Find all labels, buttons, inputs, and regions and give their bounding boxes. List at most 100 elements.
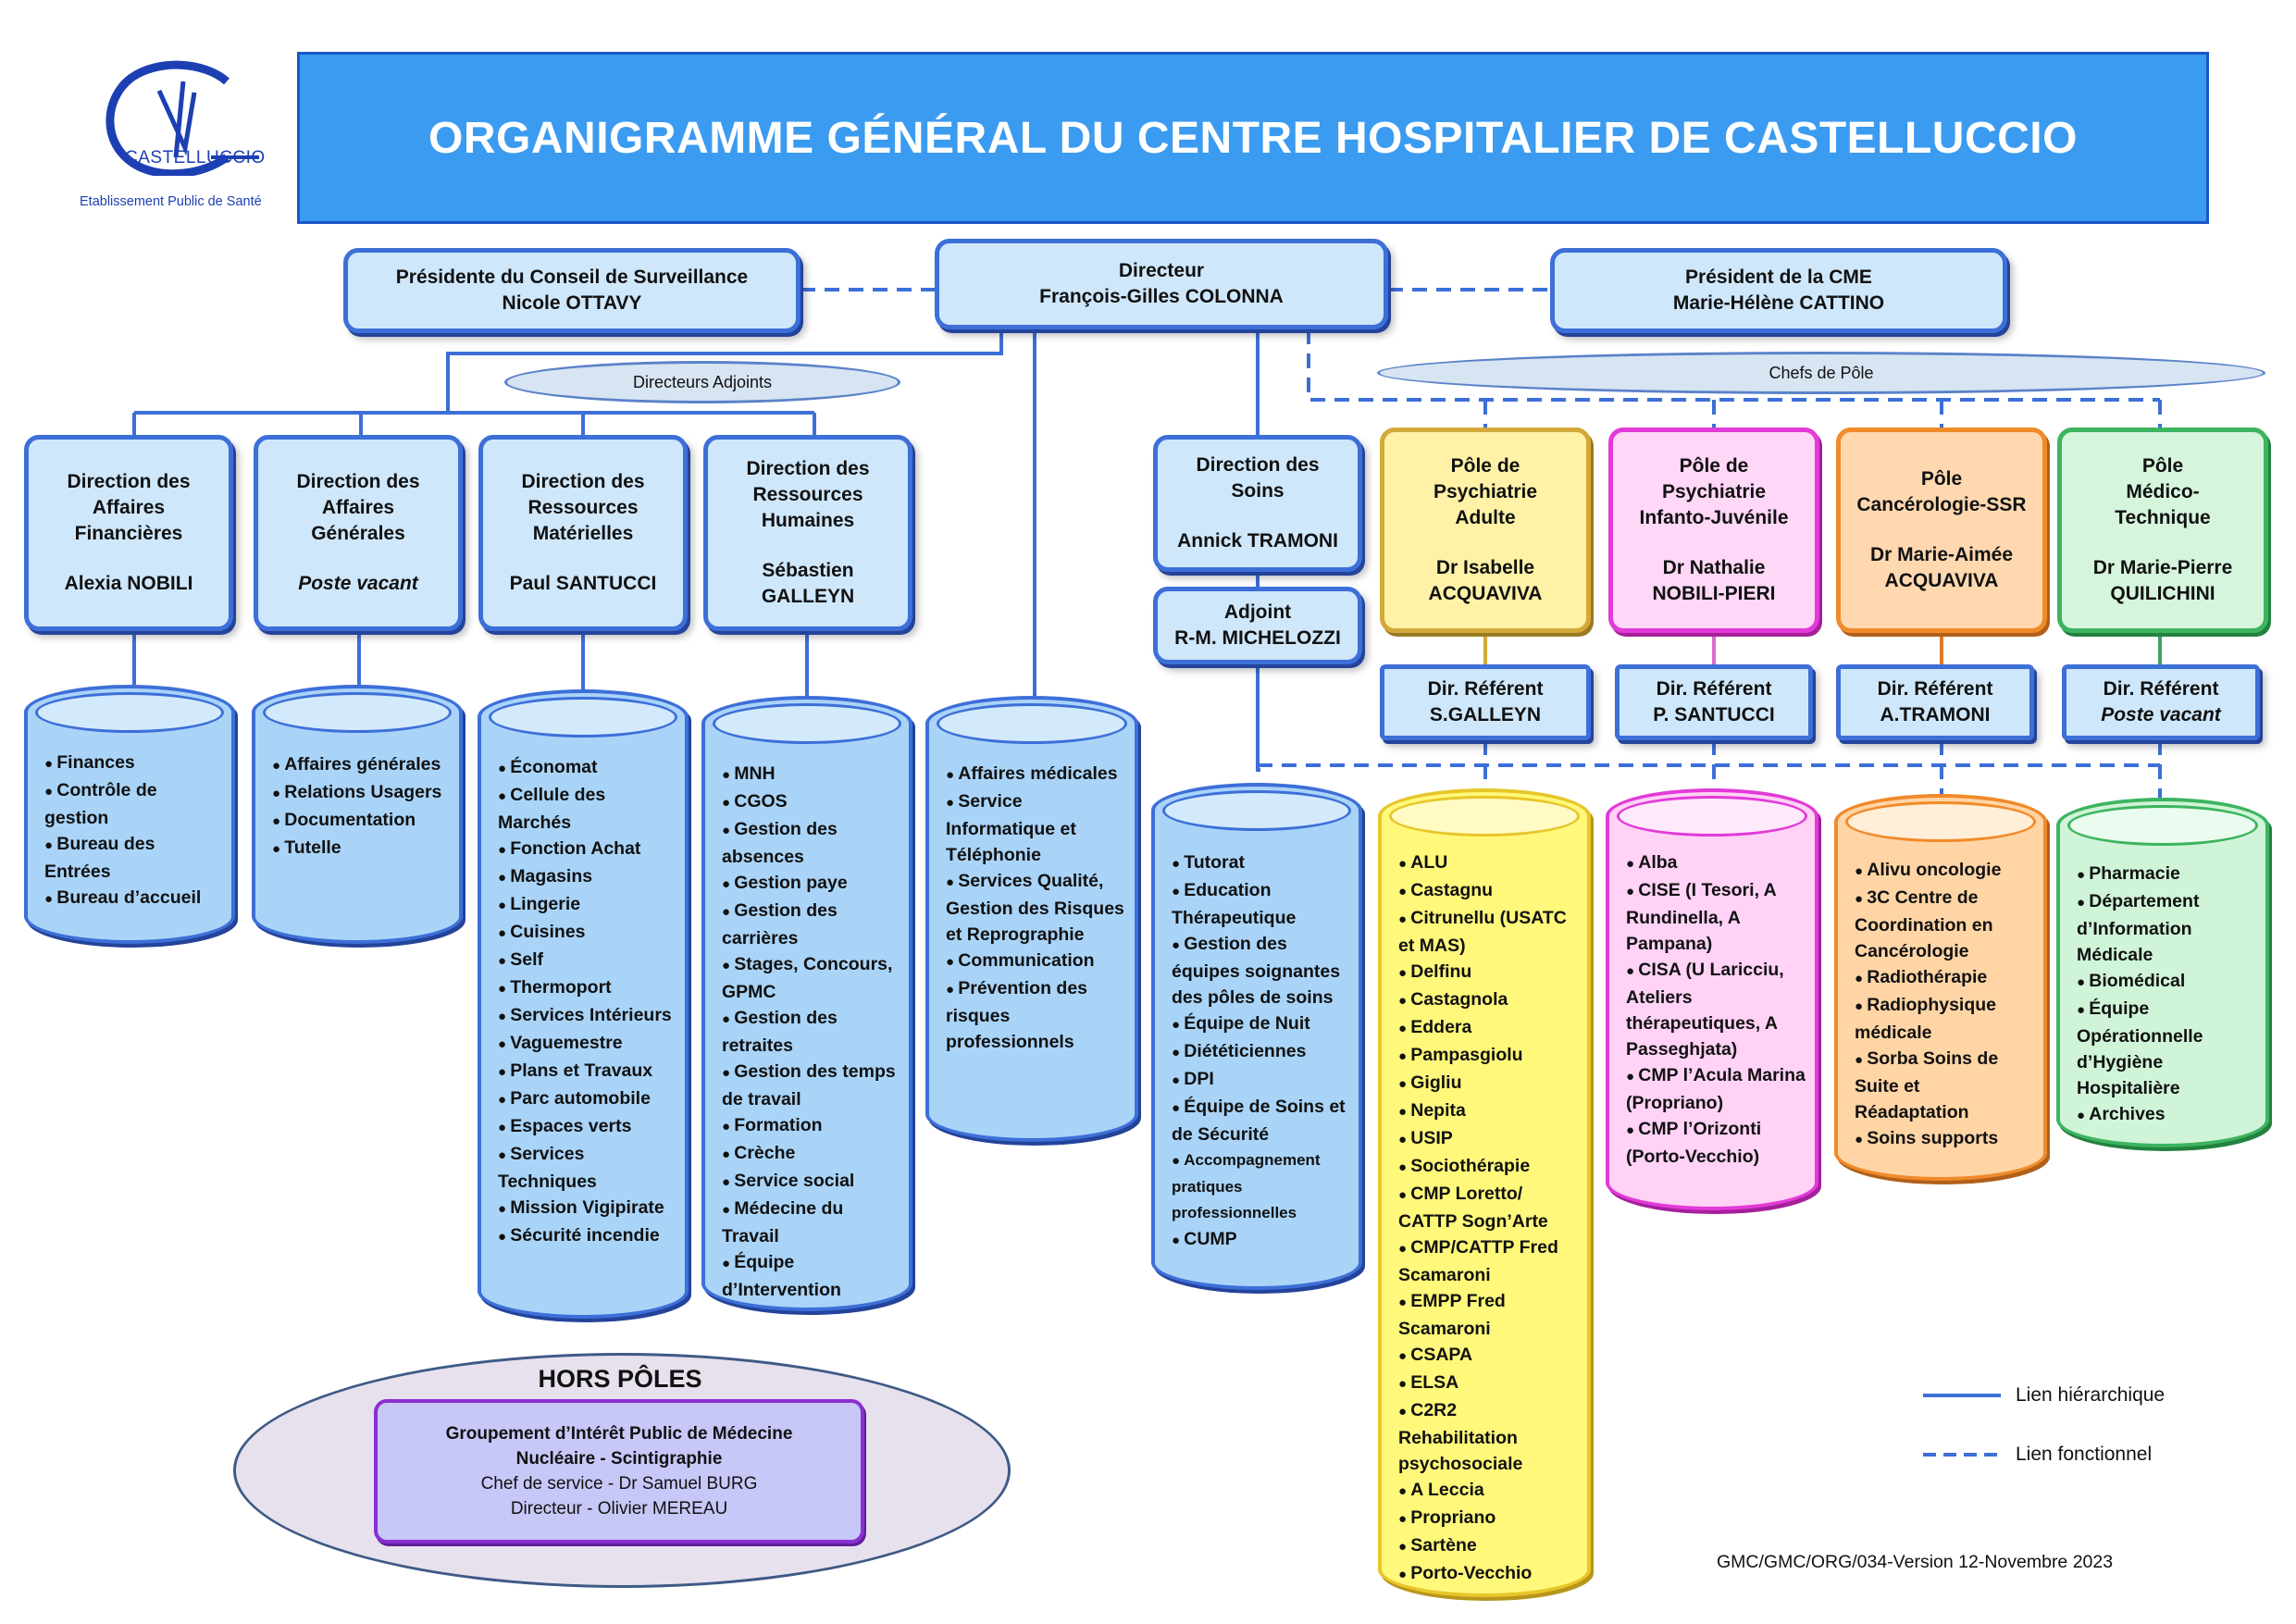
- service-item: USIP: [1398, 1125, 1578, 1153]
- service-item: Alivu oncologie: [1855, 857, 2034, 885]
- cylinder-soins: Tutorat Education Thérapeutique Gestion …: [1151, 783, 1362, 1290]
- cylinder-medico-technique: Pharmacie Département d’Information Médi…: [2056, 798, 2269, 1147]
- service-item: 3C Centre de Coordination en Cancérologi…: [1855, 885, 2034, 964]
- service-item: Gestion des carrières: [722, 898, 900, 951]
- service-item: Service Informatique et Téléphonie: [946, 788, 1125, 868]
- logo-subtitle: Etablissement Public de Santé: [80, 194, 262, 209]
- service-item: Gigliu: [1398, 1070, 1578, 1097]
- logo-mark-icon: [105, 60, 259, 179]
- referent-role: Dir. Référent: [2103, 678, 2219, 700]
- referent-name: P. SANTUCCI: [1653, 704, 1775, 725]
- service-item: Gestion paye: [722, 870, 900, 898]
- pole-title-line: Pôle: [2141, 455, 2184, 477]
- referent-box-3: Dir. Référent A.TRAMONI: [1836, 664, 2034, 740]
- service-item: Pharmacie: [2077, 861, 2256, 888]
- service-item: Équipe de Nuit: [1172, 1010, 1349, 1038]
- cylinder-finances: Finances Contrôle de gestion Bureau des …: [24, 685, 235, 944]
- service-item: Mission Vigipirate: [498, 1195, 676, 1222]
- direction-person: Sébastien GALLEYN: [761, 560, 855, 607]
- service-item: C2R2 Rehabilitation psychosociale: [1398, 1397, 1578, 1477]
- pole-box-cancerologie: Pôle Cancérologie-SSR Dr Marie-Aimée ACQ…: [1836, 428, 2047, 633]
- cylinder-ressources-materielles: Économat Cellule des Marchés Fonction Ac…: [478, 689, 689, 1319]
- president-cme-role: Président de la CME: [1685, 267, 1872, 288]
- service-item: Propriano: [1398, 1505, 1578, 1532]
- hors-poles-line1: Groupement d’Intérêt Public de Médecine: [445, 1424, 793, 1444]
- service-item: Communication: [946, 948, 1125, 975]
- service-list: Affaires médicales Service Informatique …: [946, 761, 1125, 1055]
- hors-poles-line3: Chef de service - Dr Samuel BURG: [480, 1474, 758, 1494]
- president-cme-box: Président de la CME Marie-Hélène CATTINO: [1550, 248, 2007, 333]
- direction-title-line: Affaires: [92, 497, 166, 518]
- service-item: Bureau d’accueil: [44, 885, 222, 912]
- service-item: Diététiciennes: [1172, 1038, 1349, 1066]
- directeur-name: François-Gilles COLONNA: [1039, 286, 1284, 307]
- service-item: Alba: [1626, 849, 1806, 877]
- service-item: Sécurité incendie: [498, 1222, 676, 1250]
- service-list: Affaires générales Relations Usagers Doc…: [272, 751, 450, 862]
- service-item: ALU: [1398, 849, 1578, 877]
- service-list: MNH CGOS Gestion des absences Gestion pa…: [722, 761, 900, 1303]
- service-item: Cellule des Marchés: [498, 782, 676, 836]
- service-list: Alba CISE (I Tesori, A Rundinella, A Pam…: [1626, 849, 1806, 1170]
- pole-title-line: Pôle de: [1679, 455, 1749, 477]
- service-item: Documentation: [272, 807, 450, 835]
- service-list: Tutorat Education Thérapeutique Gestion …: [1172, 849, 1349, 1254]
- service-item: Espaces verts: [498, 1113, 676, 1141]
- president-cs-role: Présidente du Conseil de Surveillance: [395, 267, 749, 288]
- referent-name: S.GALLEYN: [1429, 704, 1542, 725]
- service-item: Sorba Soins de Suite et Réadaptation: [1855, 1046, 2034, 1125]
- service-item: CSAPA: [1398, 1342, 1578, 1370]
- service-item: ELSA: [1398, 1370, 1578, 1397]
- pole-title-line: Infanto-Juvénile: [1639, 507, 1789, 528]
- pole-person-line: Dr Isabelle: [1435, 557, 1535, 578]
- service-item: CISA (U Laricciu, Ateliers thérapeutique…: [1626, 957, 1806, 1062]
- pole-person-line: NOBILI-PIERI: [1652, 583, 1776, 604]
- service-item: CMP l’Acula Marina (Propriano): [1626, 1062, 1806, 1116]
- service-item: Fonction Achat: [498, 836, 676, 863]
- service-item: Crèche: [722, 1140, 900, 1168]
- dash-soins-poles: [1258, 740, 2162, 798]
- direction-title-line: Direction des: [67, 471, 191, 492]
- direction-title-line: Direction des: [296, 471, 420, 492]
- referent-box-1: Dir. Référent S.GALLEYN: [1380, 664, 1591, 740]
- service-item: Lingerie: [498, 891, 676, 919]
- president-cs-box: Présidente du Conseil de Surveillance Ni…: [343, 248, 800, 333]
- direction-box-affaires-generales: Direction des Affaires Générales Poste v…: [254, 435, 463, 631]
- chefs-de-pole-text: Chefs de Pôle: [1769, 363, 1874, 382]
- cylinder-psychiatrie-adulte: ALU Castagnu Citrunellu (USATC et MAS) D…: [1378, 788, 1591, 1597]
- direction-title-line: Direction des: [521, 471, 645, 492]
- service-item: Sociothérapie: [1398, 1153, 1578, 1181]
- direction-person: Paul SANTUCCI: [509, 573, 657, 594]
- service-list: Économat Cellule des Marchés Fonction Ac…: [498, 754, 676, 1250]
- pole-title-line: Pôle de: [1450, 455, 1520, 477]
- logo: CASTELLUCCIO Etablissement Public de San…: [74, 56, 287, 217]
- service-item: Thermoport: [498, 974, 676, 1002]
- directeur-role: Directeur: [1118, 260, 1205, 281]
- cylinder-services-directeur: Affaires médicales Service Informatique …: [925, 696, 1138, 1142]
- soins-adjoint-role: Adjoint: [1223, 601, 1292, 623]
- referent-role: Dir. Référent: [1877, 678, 1993, 700]
- hors-poles-line2: Nucléaire - Scintigraphie: [515, 1449, 723, 1469]
- soins-adjoint-name: R-M. MICHELOZZI: [1174, 627, 1341, 649]
- pole-person-line: ACQUAVIVA: [1428, 583, 1543, 604]
- direction-title-line: Affaires: [321, 497, 395, 518]
- pole-title-line: Médico-: [2126, 481, 2200, 502]
- service-list: Alivu oncologie 3C Centre de Coordinatio…: [1855, 857, 2034, 1153]
- direction-title-line: Générales: [311, 523, 405, 544]
- service-item: Département d’Information Médicale: [2077, 888, 2256, 968]
- service-item: Parc automobile: [498, 1085, 676, 1113]
- service-item: CISE (I Tesori, A Rundinella, A Pampana): [1626, 877, 1806, 957]
- direction-soins-box: Direction des Soins Annick TRAMONI: [1153, 435, 1362, 572]
- service-item: Soins supports: [1855, 1125, 2034, 1153]
- dash-chefs-pole: [1307, 329, 2162, 428]
- service-item: Vaguemestre: [498, 1030, 676, 1058]
- service-item: Accompagnement pratiques professionnelle…: [1172, 1147, 1349, 1226]
- service-item: Équipe Opérationnelle d’Hygiène Hospital…: [2077, 996, 2256, 1101]
- service-item: Education Thérapeutique: [1172, 877, 1349, 931]
- service-item: Castagnola: [1398, 986, 1578, 1014]
- service-item: Économat: [498, 754, 676, 782]
- service-item: DPI: [1172, 1066, 1349, 1094]
- pole-title-line: Cancérologie-SSR: [1856, 494, 2027, 515]
- hors-poles-box: Groupement d’Intérêt Public de Médecine …: [374, 1399, 864, 1543]
